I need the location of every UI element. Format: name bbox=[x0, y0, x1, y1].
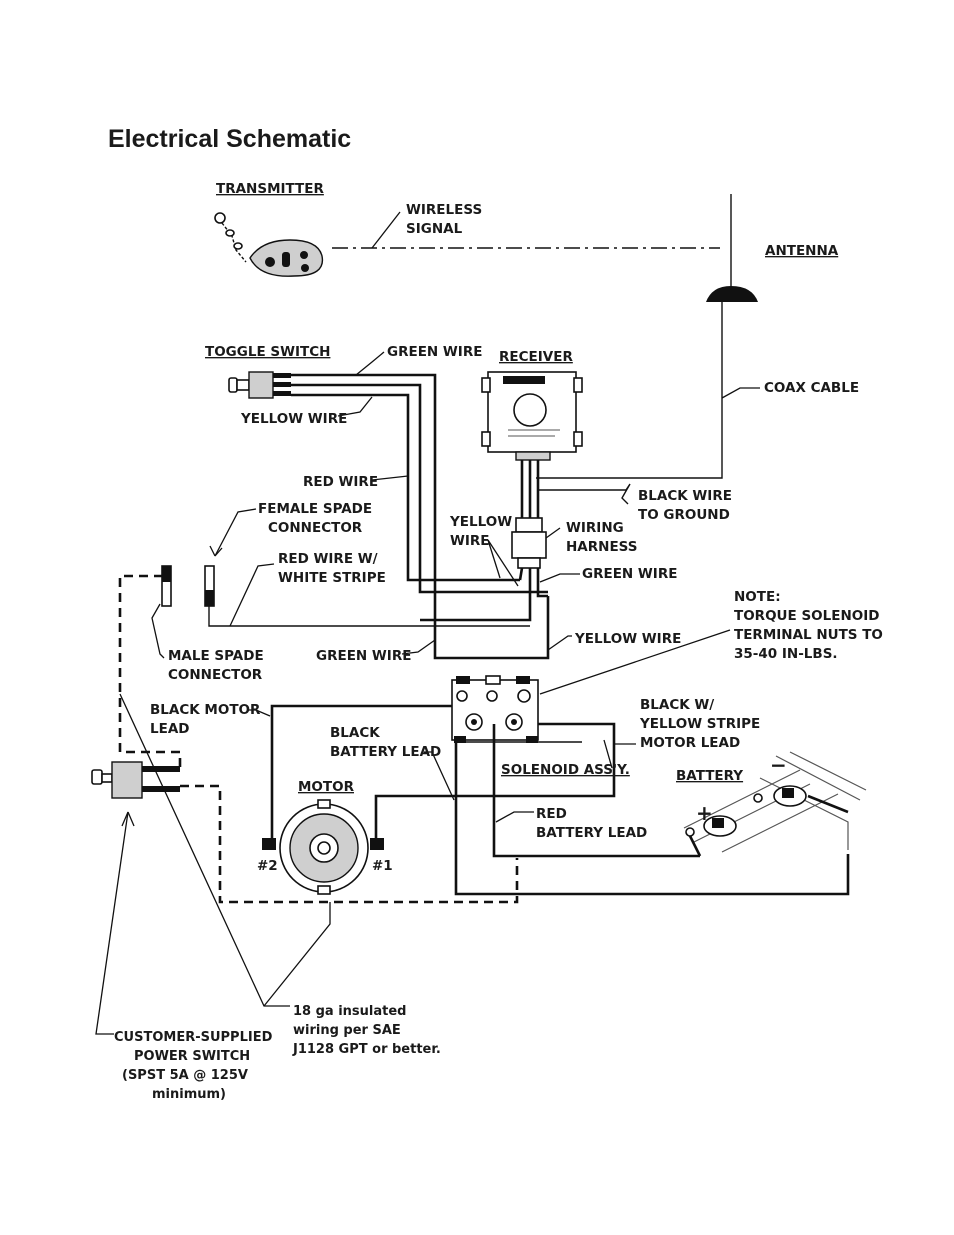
male-spade-label-2: CONNECTOR bbox=[168, 667, 263, 683]
receiver-icon bbox=[481, 371, 583, 461]
red-wire-label: RED WIRE bbox=[303, 474, 378, 490]
red-wire bbox=[291, 383, 548, 594]
black-yellow-label: BLACK W/ bbox=[640, 697, 714, 713]
green-wire-low-label: GREEN WIRE bbox=[316, 648, 411, 664]
red-white-label: RED WIRE W/ bbox=[278, 551, 378, 567]
wireless-signal-label-2: SIGNAL bbox=[406, 221, 463, 237]
black-yellow-label-3: MOTOR LEAD bbox=[640, 735, 740, 751]
power-switch-icon bbox=[91, 761, 180, 799]
note-label: NOTE: bbox=[734, 589, 781, 605]
black-motor-lead-label: BLACK MOTOR bbox=[150, 702, 261, 718]
receiver-label: RECEIVER bbox=[499, 349, 573, 365]
note-line-4: 35-40 IN-LBS. bbox=[734, 646, 838, 662]
green-wire-top-label: GREEN WIRE bbox=[387, 344, 482, 360]
gauge-note-label: 18 ga insulated bbox=[293, 1004, 407, 1019]
battery-positive-icon: + bbox=[696, 801, 713, 825]
female-spade-label-2: CONNECTOR bbox=[268, 520, 363, 536]
battery-icon bbox=[683, 751, 867, 857]
note-line-3: TERMINAL NUTS TO bbox=[734, 627, 883, 643]
wireless-signal-label: WIRELESS bbox=[406, 202, 482, 218]
female-spade-label: FEMALE SPADE bbox=[258, 501, 372, 517]
black-yellow-label-2: YELLOW STRIPE bbox=[639, 716, 760, 732]
gauge-note-label-3: J1128 GPT or better. bbox=[292, 1042, 441, 1057]
black-yellow-stripe-motor-lead bbox=[374, 722, 616, 842]
yellow-wire-mid-label-2: WIRE bbox=[450, 533, 490, 549]
red-battery-lead-label-2: BATTERY LEAD bbox=[536, 825, 647, 841]
gauge-note-label-2: wiring per SAE bbox=[293, 1023, 401, 1038]
black-battery-lead-label-2: BATTERY LEAD bbox=[330, 744, 441, 760]
yellow-wire-mid-label: YELLOW bbox=[449, 514, 512, 530]
battery-label: BATTERY bbox=[676, 768, 743, 784]
yellow-wire-top-label: YELLOW WIRE bbox=[240, 411, 347, 427]
black-motor-lead-label-2: LEAD bbox=[150, 721, 189, 737]
green-wire-mid-label: GREEN WIRE bbox=[582, 566, 677, 582]
page-title: Electrical Schematic bbox=[108, 125, 351, 153]
red-battery-lead bbox=[492, 724, 700, 858]
power-switch-label-3: (SPST 5A @ 125V bbox=[122, 1068, 248, 1083]
power-switch-dashed-wire-top bbox=[118, 574, 182, 768]
wiring-harness-label-2: HARNESS bbox=[566, 539, 638, 555]
green-wire bbox=[291, 373, 550, 660]
power-switch-label: CUSTOMER-SUPPLIED bbox=[114, 1030, 273, 1045]
power-switch-label-2: POWER SWITCH bbox=[134, 1049, 250, 1064]
battery-negative-icon: − bbox=[770, 753, 787, 777]
note-line-2: TORQUE SOLENOID bbox=[734, 608, 879, 624]
gauge-leader-2 bbox=[263, 902, 331, 1007]
wiring-harness-connector bbox=[511, 517, 547, 569]
black-motor-lead bbox=[270, 704, 452, 840]
solenoid-label: SOLENOID ASS'Y. bbox=[501, 762, 630, 778]
female-spade-connector-icon bbox=[204, 565, 215, 607]
black-ground-label-2: TO GROUND bbox=[638, 507, 730, 523]
antenna-label: ANTENNA bbox=[765, 243, 839, 259]
coax-cable-label: COAX CABLE bbox=[764, 380, 859, 396]
male-spade-label: MALE SPADE bbox=[168, 648, 264, 664]
toggle-switch-label: TOGGLE SWITCH bbox=[205, 344, 330, 360]
motor-terminal-1-label: #1 bbox=[372, 858, 393, 874]
transmitter-label: TRANSMITTER bbox=[216, 181, 324, 197]
red-battery-lead-label: RED bbox=[536, 806, 567, 822]
red-white-stripe-wire bbox=[208, 606, 530, 627]
toggle-switch-icon bbox=[228, 371, 291, 399]
black-ground-wire bbox=[538, 483, 631, 505]
black-battery-lead bbox=[454, 740, 850, 896]
wiring-harness-label: WIRING bbox=[566, 520, 624, 536]
yellow-wire bbox=[291, 393, 520, 582]
male-spade-connector-icon bbox=[161, 565, 172, 607]
power-switch-label-4: minimum) bbox=[152, 1087, 226, 1102]
motor-terminal-2-label: #2 bbox=[257, 858, 278, 874]
coax-cable-leader bbox=[721, 387, 760, 399]
transmitter-icon bbox=[214, 212, 324, 277]
yellow-wire-right-label: YELLOW WIRE bbox=[574, 631, 681, 647]
black-ground-label: BLACK WIRE bbox=[638, 488, 732, 504]
motor-icon bbox=[262, 799, 384, 895]
red-white-stripe-wire-segment bbox=[420, 568, 532, 622]
power-switch-leader bbox=[95, 811, 129, 1035]
wireless-signal-leader bbox=[371, 211, 401, 249]
motor-label: MOTOR bbox=[298, 779, 355, 795]
power-switch-dashed-wire-bottom bbox=[180, 784, 519, 904]
antenna-icon bbox=[706, 194, 758, 302]
coax-cable bbox=[536, 302, 723, 479]
red-white-label-2: WHITE STRIPE bbox=[278, 570, 386, 586]
black-battery-lead-label: BLACK bbox=[330, 725, 380, 741]
